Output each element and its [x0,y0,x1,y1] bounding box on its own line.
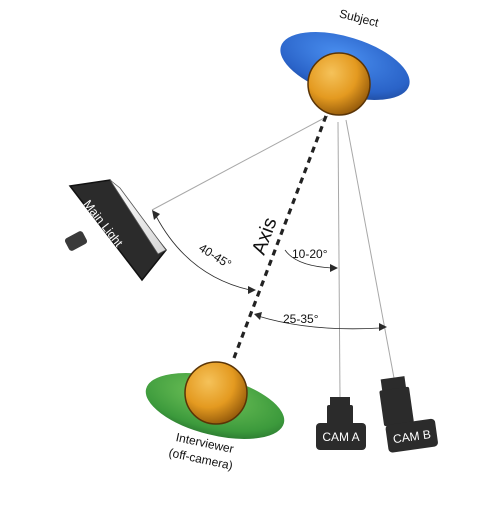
light-angle-arc [155,215,251,291]
light-angle-label: 40-45° [196,241,234,272]
cam-b-arc-arrow-start [254,312,262,320]
light-arc-arrow-end [248,286,256,294]
cam-a-icon: CAM A [316,397,366,450]
subject-to-light-line [151,115,329,211]
cam-b-label: CAM B [392,427,432,446]
subject-head [307,52,371,116]
light-arc-arrow-start [152,210,160,220]
main-light-softbox: Main Light [64,179,167,282]
cam-a-angle-arc [284,249,333,269]
cam-a-label: CAM A [322,430,359,444]
cam-b-arc-arrow-end [379,323,387,331]
subject-to-cam-b-line [345,119,395,379]
cam-b-angle-arc [257,315,381,330]
interviewer-head [184,361,248,425]
cam-a-angle-label: 10-20° [292,247,328,261]
cam-b-angle-label: 25-35° [283,312,319,326]
softbox-diffuser [109,179,167,255]
cam-a-arc-arrow [330,264,338,272]
subject-label: Subject [338,6,381,29]
axis-label: Axis [248,215,282,258]
light-stand-mount [64,231,88,251]
cam-b-icon: CAM B [379,376,438,453]
subject-to-cam-a-line [337,121,341,399]
